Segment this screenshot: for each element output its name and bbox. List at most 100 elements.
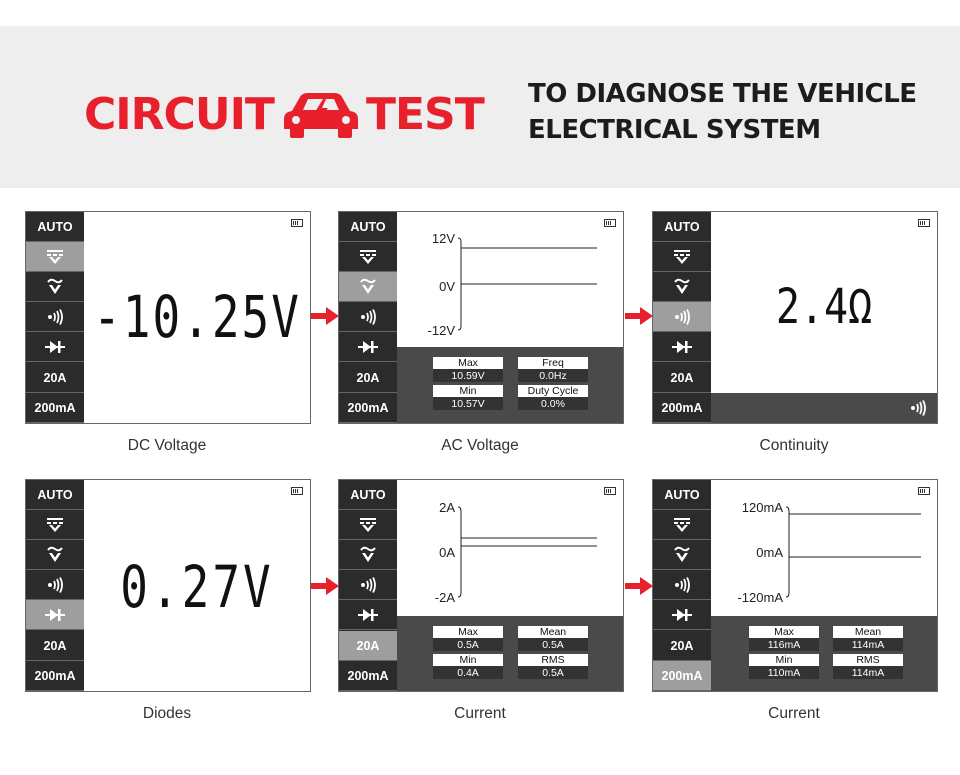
continuity-button[interactable] xyxy=(653,570,711,600)
mode-caption: Diodes xyxy=(142,705,192,722)
20a-button-label: 20A xyxy=(356,638,380,653)
mode-caption: Continuity xyxy=(759,437,829,454)
lcd-screen: 2.4Ω xyxy=(711,212,937,423)
stat-label: Min xyxy=(749,654,819,666)
auto-button[interactable]: AUTO xyxy=(339,212,397,242)
20a-button[interactable]: 20A xyxy=(339,363,397,393)
diode-button[interactable] xyxy=(339,600,397,630)
20a-button-label: 20A xyxy=(670,638,694,653)
dc-voltage-icon xyxy=(360,249,376,264)
dc-voltage-button[interactable] xyxy=(339,242,397,272)
ac-voltage-button[interactable] xyxy=(26,272,84,302)
auto-button[interactable]: AUTO xyxy=(653,480,711,510)
dc-voltage-icon xyxy=(47,517,63,532)
20a-button[interactable]: 20A xyxy=(653,631,711,661)
flow-arrow-icon xyxy=(625,577,653,600)
20a-button[interactable]: 20A xyxy=(653,363,711,393)
200ma-button[interactable]: 200mA xyxy=(339,661,397,691)
stat-label: Max xyxy=(433,626,503,638)
ac-voltage-button[interactable] xyxy=(339,272,397,302)
diode-icon xyxy=(45,340,65,353)
diode-button[interactable] xyxy=(339,332,397,362)
reading-value: 0.27V xyxy=(120,553,274,621)
200ma-button[interactable]: 200mA xyxy=(26,393,84,423)
dc-voltage-button[interactable] xyxy=(26,242,84,272)
stat-value: 10.57V xyxy=(433,397,503,410)
battery-icon xyxy=(291,219,303,227)
stat-value: 114mA xyxy=(833,666,903,679)
ac-voltage-button[interactable] xyxy=(653,272,711,302)
dc-voltage-button[interactable] xyxy=(26,510,84,540)
y-axis xyxy=(785,506,790,598)
200ma-button-label: 200mA xyxy=(34,400,76,415)
dc-voltage-button[interactable] xyxy=(339,510,397,540)
continuity-button[interactable] xyxy=(339,570,397,600)
continuity-button[interactable] xyxy=(653,302,711,332)
lcd-screen: 0.27V xyxy=(84,480,310,691)
reading-value: -10.25V xyxy=(93,283,301,351)
diode-button[interactable] xyxy=(653,332,711,362)
tagline-line-2: ELECTRICAL SYSTEM xyxy=(528,115,821,145)
y-tick-label: 0A xyxy=(439,545,455,560)
y-tick-label: 0V xyxy=(439,279,455,294)
dc-voltage-icon xyxy=(47,249,63,264)
auto-button[interactable]: AUTO xyxy=(26,480,84,510)
beep-icon xyxy=(911,400,926,416)
battery-icon xyxy=(604,219,616,227)
20a-button[interactable]: 20A xyxy=(339,631,397,661)
continuity-icon xyxy=(48,576,63,593)
flow-arrow-icon xyxy=(311,307,339,330)
dc-voltage-button[interactable] xyxy=(653,242,711,272)
20a-button-label: 20A xyxy=(43,638,67,653)
stat-label: Min xyxy=(433,385,503,397)
brand-text-test: TEST xyxy=(365,89,485,140)
20a-button[interactable]: 20A xyxy=(26,631,84,661)
diode-icon xyxy=(672,608,692,621)
ac-voltage-button[interactable] xyxy=(653,540,711,570)
stat-value: 116mA xyxy=(749,638,819,651)
ac-voltage-button[interactable] xyxy=(26,540,84,570)
200ma-button[interactable]: 200mA xyxy=(653,661,711,691)
auto-button[interactable]: AUTO xyxy=(339,480,397,510)
ac-voltage-button[interactable] xyxy=(339,540,397,570)
auto-button[interactable]: AUTO xyxy=(26,212,84,242)
mode-caption: DC Voltage xyxy=(127,437,207,454)
diode-button[interactable] xyxy=(653,600,711,630)
continuity-button[interactable] xyxy=(26,302,84,332)
diode-button[interactable] xyxy=(26,332,84,362)
stat-value: 110mA xyxy=(749,666,819,679)
diode-button[interactable] xyxy=(26,600,84,630)
diode-icon xyxy=(358,608,378,621)
auto-button-label: AUTO xyxy=(37,487,73,502)
stat-label: Max xyxy=(749,626,819,638)
200ma-button[interactable]: 200mA xyxy=(26,661,84,691)
20a-button[interactable]: 20A xyxy=(26,363,84,393)
ac-voltage-icon xyxy=(674,278,690,294)
auto-button[interactable]: AUTO xyxy=(653,212,711,242)
dc-voltage-button[interactable] xyxy=(653,510,711,540)
continuity-button[interactable] xyxy=(339,302,397,332)
stat-label: Mean xyxy=(833,626,903,638)
continuity-button[interactable] xyxy=(26,570,84,600)
200ma-button[interactable]: 200mA xyxy=(653,393,711,423)
200ma-button[interactable]: 200mA xyxy=(339,393,397,423)
y-axis xyxy=(457,506,462,598)
meter-display: AUTO 20A 200mA -10.25V xyxy=(25,211,311,424)
battery-icon xyxy=(604,487,616,495)
